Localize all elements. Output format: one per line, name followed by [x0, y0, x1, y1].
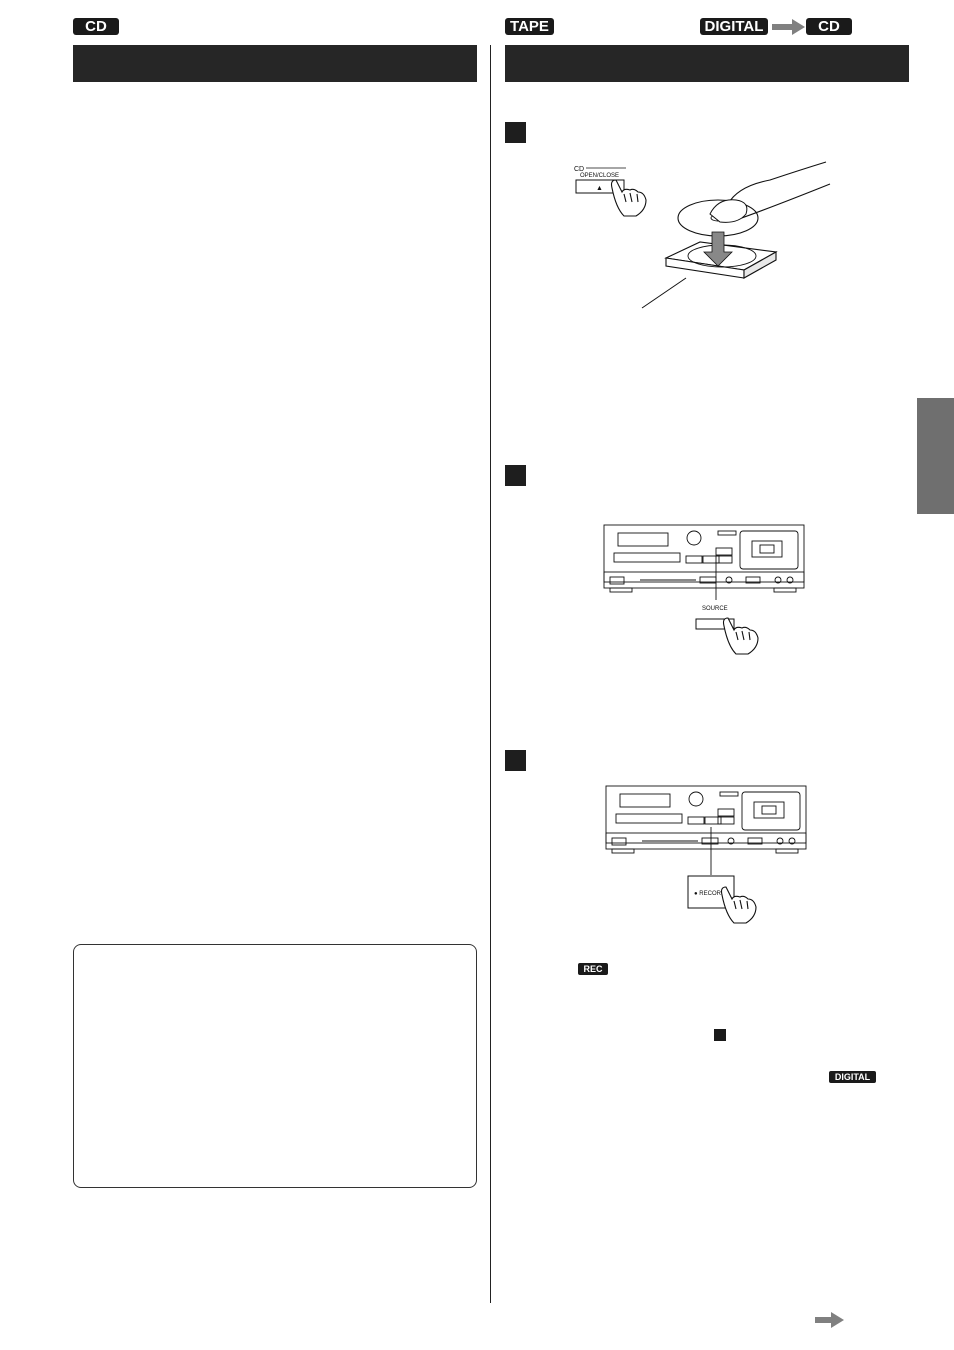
rec-badge: REC [578, 963, 608, 975]
disc-tray-icon [641, 161, 831, 309]
step-3-box [505, 750, 526, 771]
arrow-right-icon [772, 19, 805, 35]
cassette-deck-icon [603, 524, 805, 593]
cassette-deck-icon [605, 785, 807, 854]
step-1-box [505, 122, 526, 143]
hand-press-icon [610, 179, 647, 217]
cd-label: CD [574, 166, 584, 173]
note-box [73, 944, 477, 1188]
record-label: ● RECORD [694, 891, 726, 897]
digital-inline-badge: DIGITAL [829, 1071, 876, 1083]
source-label: SOURCE [702, 606, 728, 612]
section-side-tab [917, 398, 954, 514]
tape-badge: TAPE [505, 18, 554, 35]
left-title-bar [73, 45, 477, 82]
right-title-bar [505, 45, 909, 82]
column-divider [490, 45, 491, 1303]
arrow-right-icon [815, 1312, 844, 1328]
digital-badge: DIGITAL [700, 18, 768, 35]
stop-square-icon [714, 1029, 726, 1041]
step-2-box [505, 465, 526, 486]
cd-badge: CD [73, 18, 119, 35]
cassette-deck-source-illustration: SOURCE [603, 524, 805, 655]
cd-target-badge: CD [806, 18, 852, 35]
hand-press-icon [722, 617, 759, 655]
open-close-label: OPEN/CLOSE [580, 173, 619, 179]
eject-symbol: ▲ [596, 185, 603, 192]
cassette-deck-record-illustration: ● RECORD [605, 785, 807, 924]
disc-tray-illustration: CD OPEN/CLOSE ▲ [574, 161, 831, 309]
hand-press-icon [720, 886, 757, 924]
